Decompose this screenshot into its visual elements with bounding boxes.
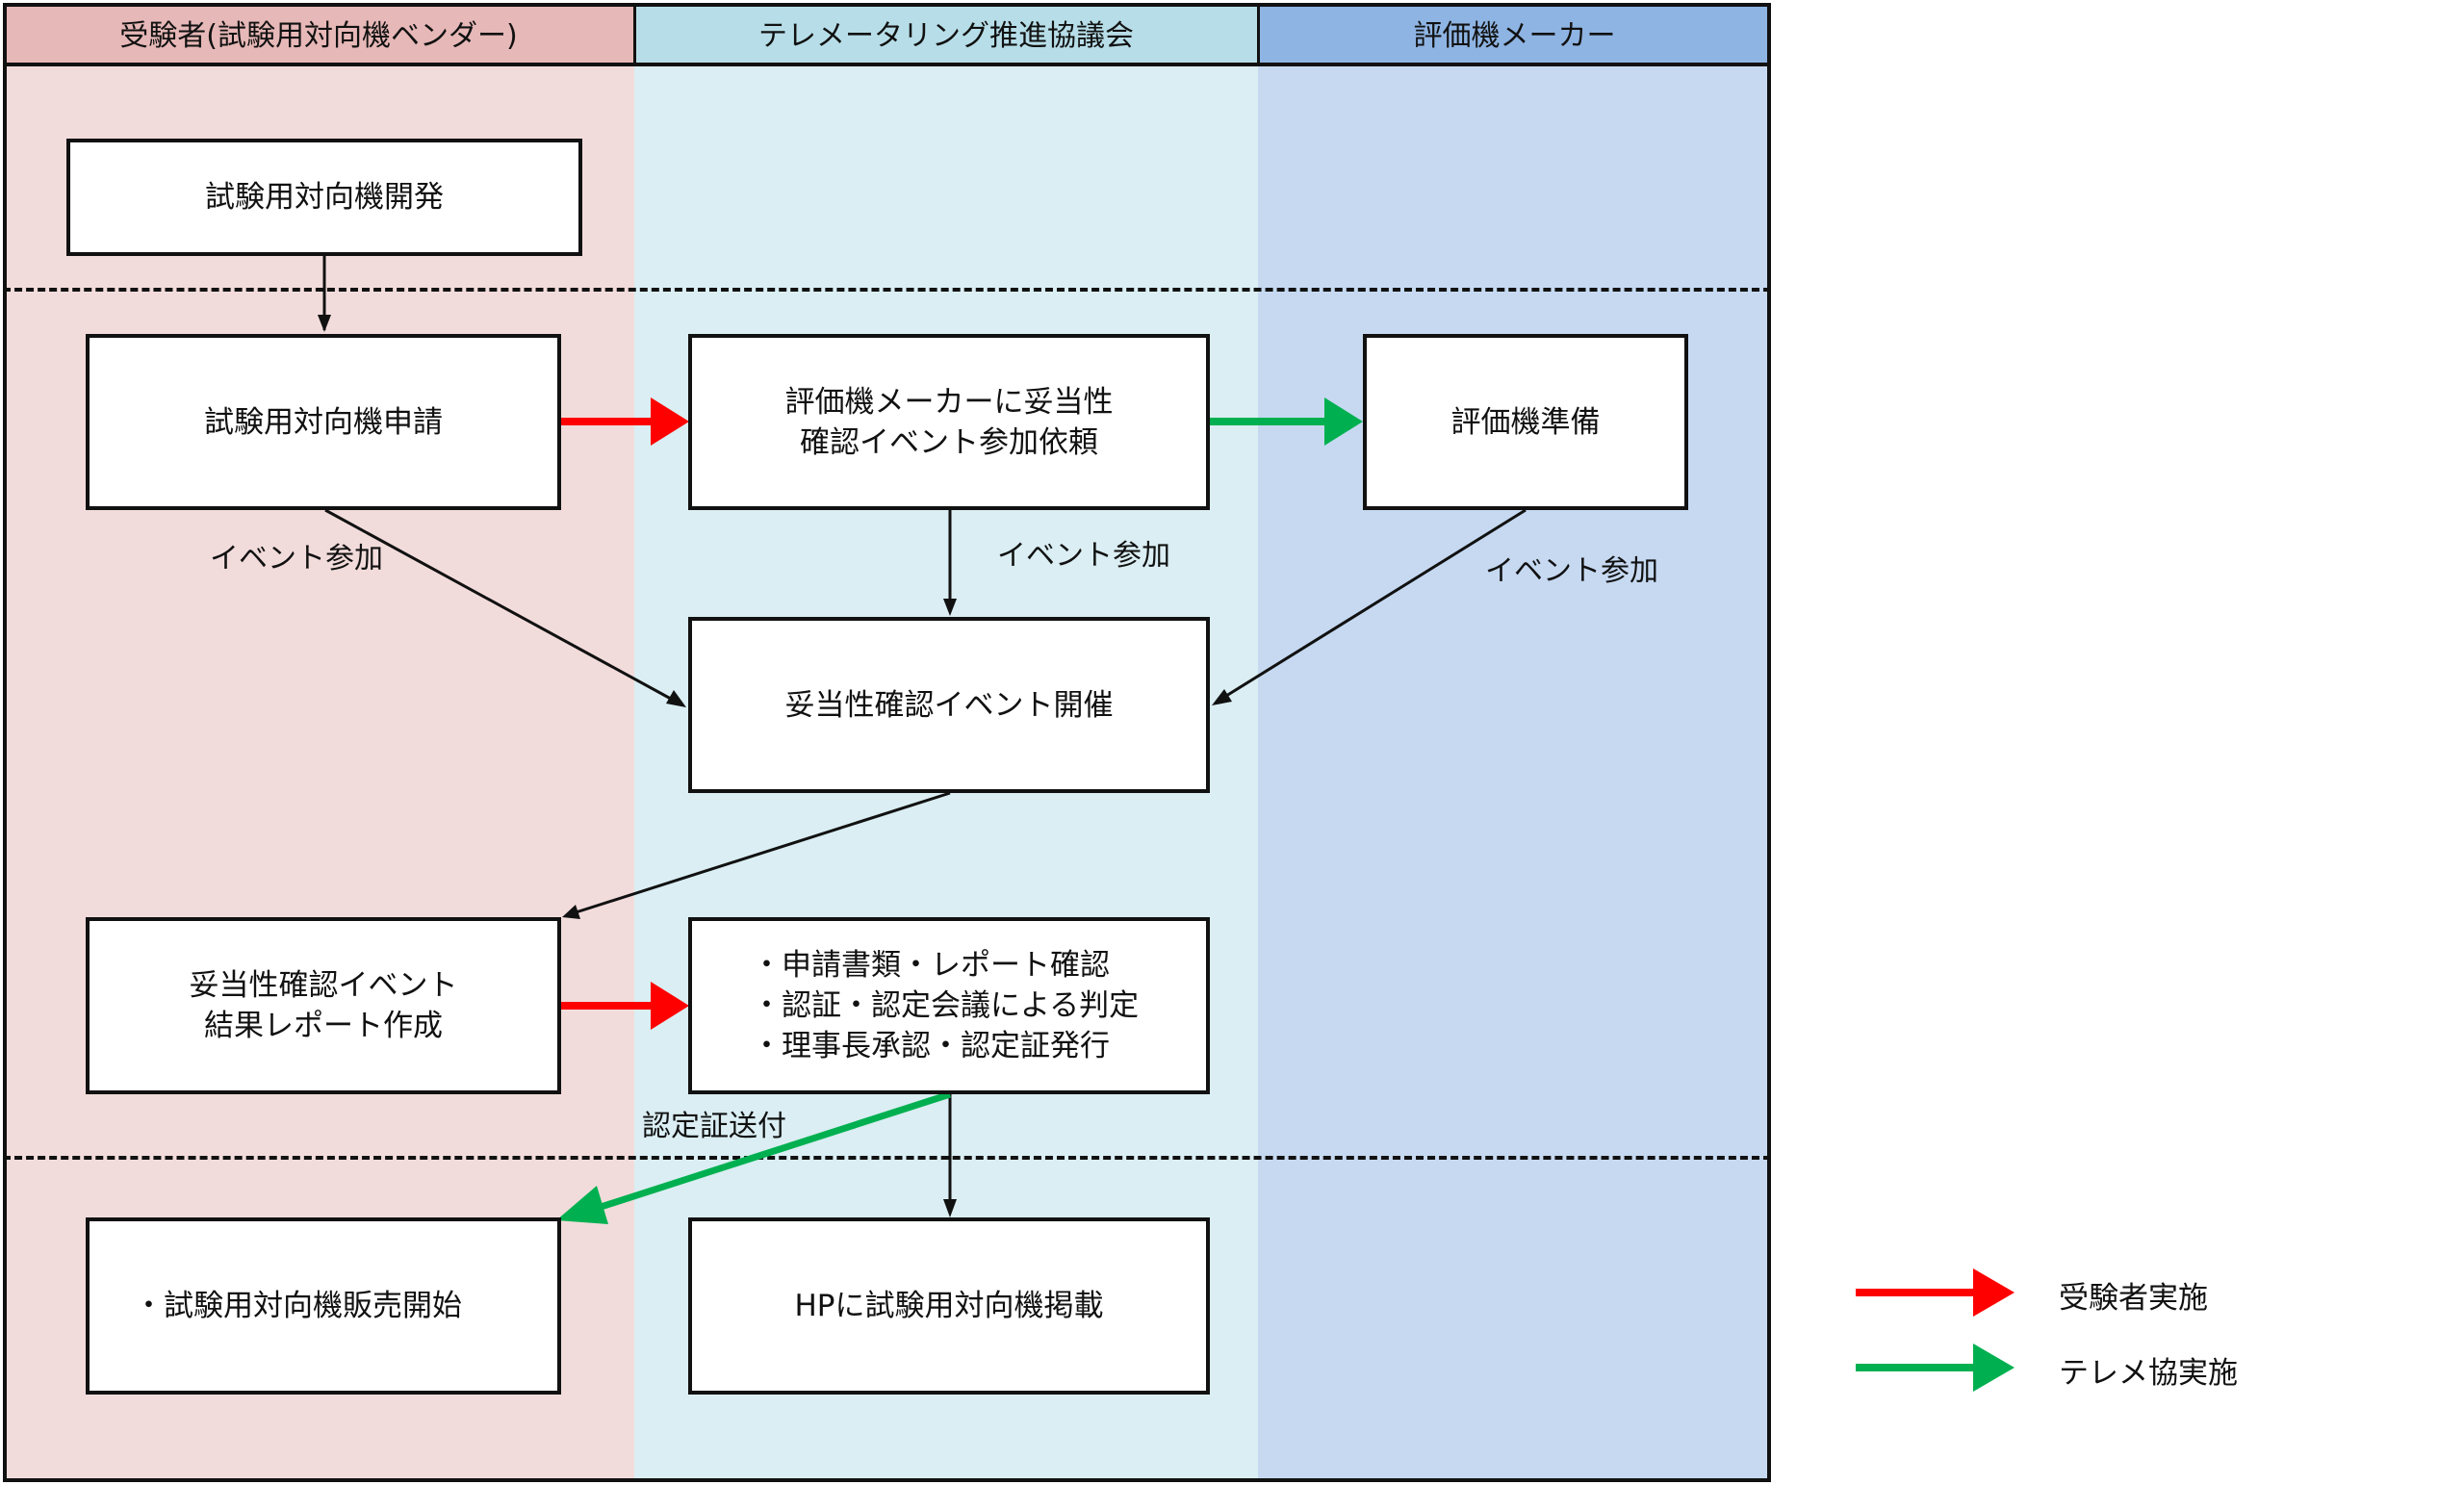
phase-divider-2 (3, 1156, 1771, 1160)
step-request-line-2: 確認イベント参加依頼 (800, 424, 1098, 460)
step-review-line-2: ・認証・認定会議による判定 (752, 988, 1140, 1023)
step-request: 評価機メーカーに妥当性 確認イベント参加依頼 (688, 334, 1210, 510)
step-report: 妥当性確認イベント 結果レポート作成 (86, 917, 561, 1094)
step-apply: 試験用対向機申請 (86, 334, 561, 510)
step-prepare: 評価機準備 (1363, 334, 1688, 510)
step-sales: ・試験用対向機販売開始 (86, 1217, 561, 1395)
edge-label-council-join: イベント参加 (997, 539, 1170, 573)
step-develop: 試験用対向機開発 (66, 139, 582, 256)
step-sales-text: ・試験用対向機販売開始 (134, 1289, 462, 1323)
step-request-line-1: 評価機メーカーに妥当性 (784, 384, 1114, 420)
lane-maker: 評価機メーカー (1258, 3, 1771, 1482)
step-report-line-1: 妥当性確認イベント (189, 968, 458, 1003)
step-review: ・申請書類・レポート確認 ・認証・認定会議による判定 ・理事長承認・認定証発行 (688, 917, 1210, 1094)
step-publish-text: HPに試験用対向機掲載 (794, 1289, 1104, 1323)
step-develop-text: 試験用対向機開発 (205, 180, 444, 215)
legend-label-council: テレメ協実施 (2059, 1356, 2238, 1391)
lane-header-maker: 評価機メーカー (1258, 3, 1771, 66)
edge-label-vendor-join: イベント参加 (210, 542, 383, 576)
edge-label-cert-send: 認定証送付 (642, 1110, 786, 1143)
step-review-line-3: ・理事長承認・認定証発行 (752, 1029, 1110, 1063)
edge-label-maker-join: イベント参加 (1485, 554, 1658, 588)
lane-header-council: テレメータリング推進協議会 (634, 3, 1258, 66)
step-publish: HPに試験用対向機掲載 (688, 1217, 1210, 1395)
step-prepare-text: 評価機準備 (1450, 404, 1601, 440)
header-divider-1 (633, 3, 636, 66)
step-event: 妥当性確認イベント開催 (688, 617, 1210, 793)
lane-header-vendor: 受験者(試験用対向機ベンダー) (3, 3, 634, 66)
legend-red-arrowhead (1973, 1268, 2015, 1317)
header-divider-2 (1257, 3, 1260, 66)
phase-divider-1 (3, 288, 1771, 292)
legend-label-vendor: 受験者実施 (2059, 1281, 2208, 1316)
step-review-line-1: ・申請書類・レポート確認 (752, 948, 1110, 983)
step-event-text: 妥当性確認イベント開催 (784, 687, 1114, 723)
step-report-line-2: 結果レポート作成 (204, 1009, 443, 1043)
legend-green-arrowhead (1973, 1344, 2015, 1392)
step-apply-text: 試験用対向機申請 (204, 404, 443, 440)
